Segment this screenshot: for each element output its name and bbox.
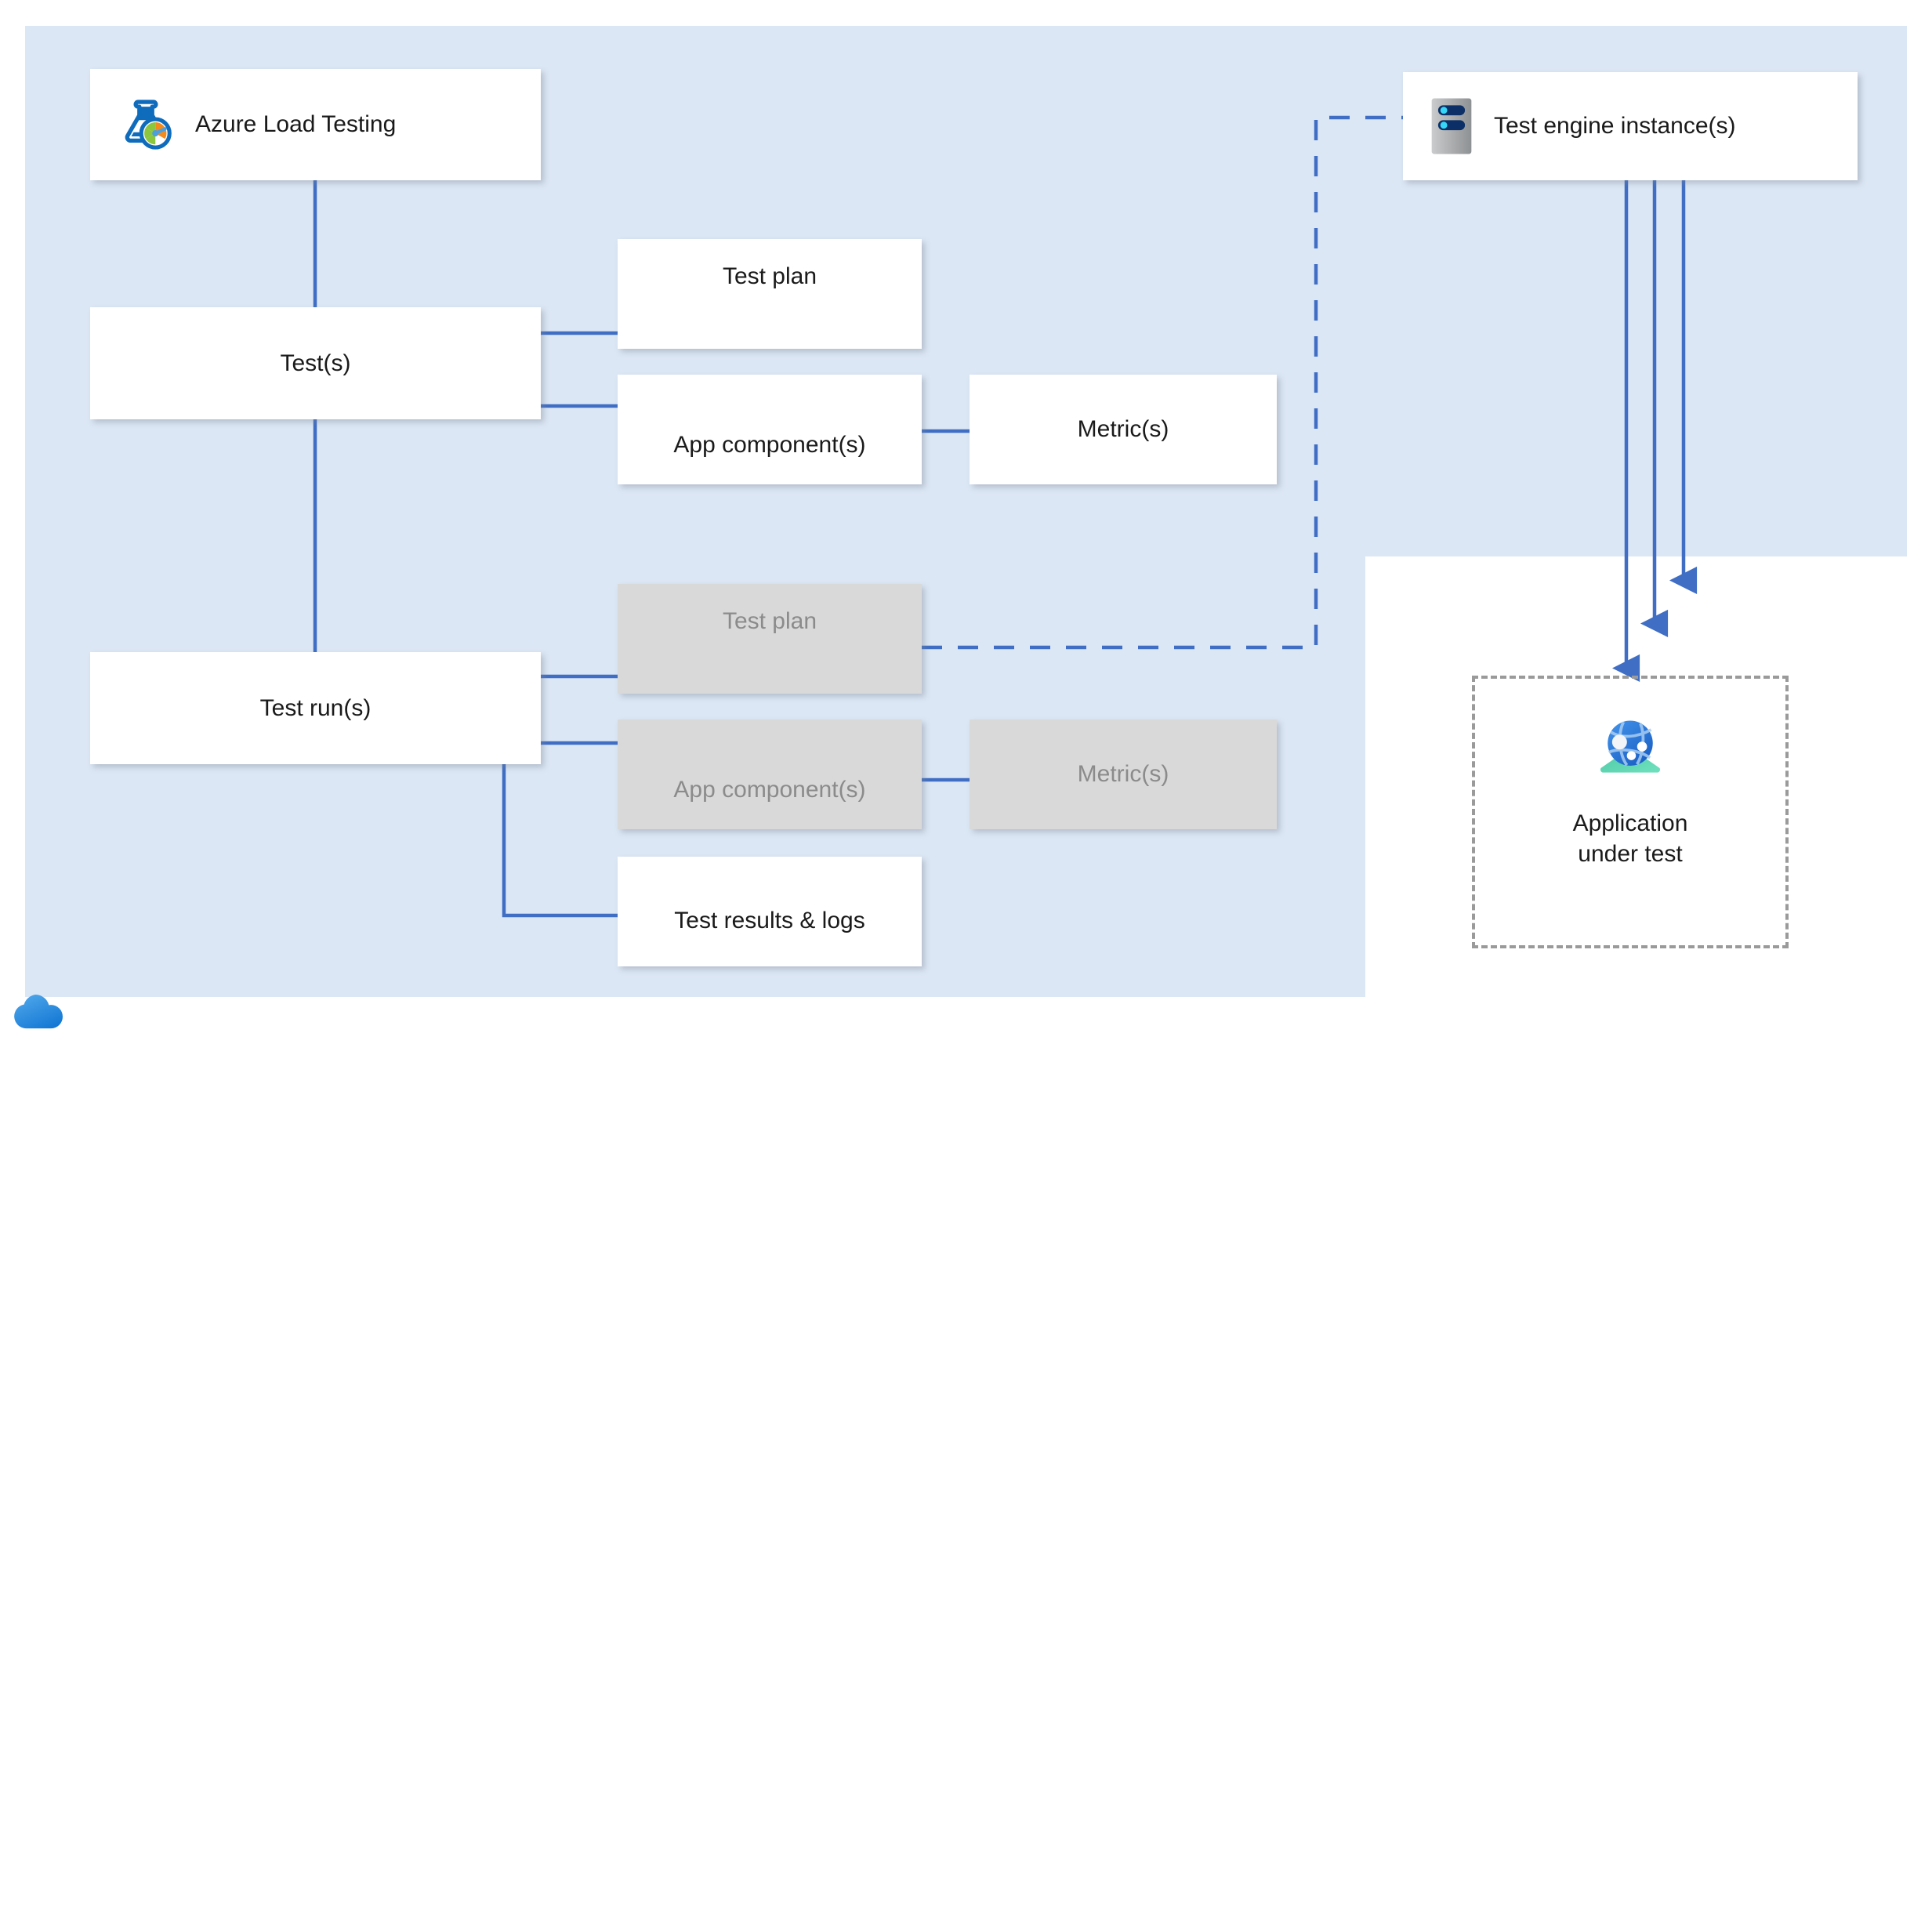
azure-cloud-icon: [13, 989, 85, 1038]
node-test-plan[interactable]: Test plan: [618, 239, 922, 349]
node-label: Test engine instance(s): [1494, 113, 1736, 140]
node-label: Test(s): [280, 350, 351, 376]
node-test-plan-run: Test plan: [618, 584, 922, 694]
node-label: Test plan: [722, 608, 817, 635]
node-label: Application under test: [1572, 810, 1688, 867]
node-metrics[interactable]: Metric(s): [970, 375, 1277, 484]
node-app-components-run: App component(s): [618, 720, 922, 829]
node-label: Metric(s): [1077, 416, 1169, 443]
flask-gauge-icon: [117, 96, 175, 154]
server-instance-icon: [1430, 96, 1473, 156]
node-metrics-run: Metric(s): [970, 720, 1277, 829]
node-app-components[interactable]: App component(s): [618, 375, 922, 484]
node-label: App component(s): [673, 777, 866, 803]
node-label: App component(s): [673, 432, 866, 459]
node-tests[interactable]: Test(s): [90, 307, 541, 419]
node-label: Test plan: [722, 263, 817, 290]
connector-layer: [313, 115, 1698, 918]
node-azure-load-testing[interactable]: Azure Load Testing: [90, 69, 541, 180]
node-app-under-test[interactable]: Application under test: [1472, 676, 1789, 948]
edge-test-plan-run-to-test-engine: [922, 115, 1403, 650]
node-test-engine[interactable]: Test engine instance(s): [1403, 72, 1858, 180]
globe-network-icon: [1594, 712, 1666, 788]
node-label: Test run(s): [259, 694, 372, 721]
node-test-runs[interactable]: Test run(s): [90, 652, 541, 764]
node-label: Metric(s): [1077, 761, 1169, 788]
node-test-results-logs[interactable]: Test results & logs: [618, 857, 922, 966]
edge-test-runs-to-results-logs: [502, 743, 618, 918]
node-label: Azure Load Testing: [195, 111, 397, 138]
node-label: Test results & logs: [674, 908, 865, 934]
